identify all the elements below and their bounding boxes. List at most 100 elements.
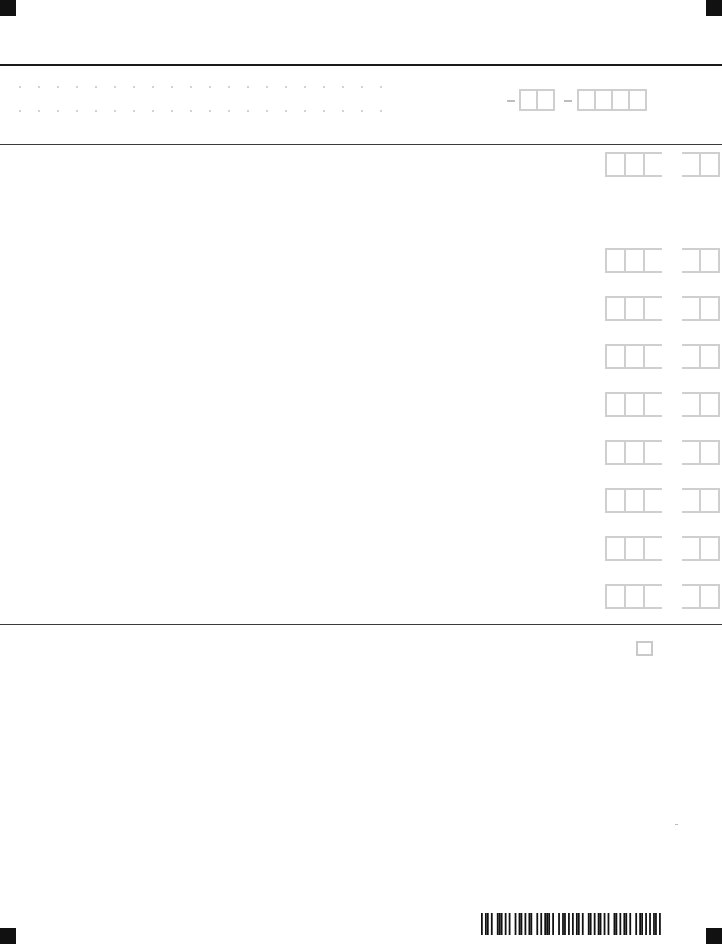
dollar-amount-field[interactable] — [605, 344, 662, 369]
cents-digit-box[interactable] — [682, 344, 701, 369]
cents-digit-box[interactable] — [701, 488, 720, 513]
cents-digit-box[interactable] — [701, 248, 720, 273]
barcode-bar — [540, 913, 543, 935]
dollar-digit-box[interactable] — [643, 248, 662, 273]
entry-line-dot — [171, 86, 173, 88]
dollar-digit-box[interactable] — [643, 152, 662, 177]
id-separator-dash — [564, 100, 572, 102]
dollar-digit-box[interactable] — [605, 152, 624, 177]
barcode-icon — [481, 913, 661, 935]
barcode-bar — [500, 913, 503, 935]
cents-amount-field[interactable] — [682, 248, 720, 273]
cents-digit-box[interactable] — [701, 296, 720, 321]
dollar-digit-box[interactable] — [605, 296, 624, 321]
barcode-bar — [649, 913, 651, 935]
barcode-bar — [599, 913, 602, 935]
entry-line-dot — [380, 86, 382, 88]
cents-amount-field[interactable] — [682, 488, 720, 513]
cents-digit-box[interactable] — [701, 536, 720, 561]
dollar-digit-box[interactable] — [624, 536, 643, 561]
barcode-bar — [536, 913, 539, 935]
barcode-bar — [496, 913, 499, 935]
entry-line-dot — [76, 86, 78, 88]
cents-amount-field[interactable] — [682, 344, 720, 369]
barcode-bar — [655, 913, 657, 935]
cents-amount-field[interactable] — [682, 584, 720, 609]
cents-amount-field[interactable] — [682, 536, 720, 561]
cents-digit-box[interactable] — [682, 488, 701, 513]
barcode-bar — [481, 913, 483, 935]
dollar-digit-box[interactable] — [643, 536, 662, 561]
dollar-amount-field[interactable] — [605, 584, 662, 609]
dollar-digit-box[interactable] — [624, 152, 643, 177]
cents-digit-box[interactable] — [701, 584, 720, 609]
cents-amount-field[interactable] — [682, 440, 720, 465]
barcode-bar — [625, 913, 628, 935]
entry-line-dot — [228, 110, 230, 112]
dollar-digit-box[interactable] — [624, 488, 643, 513]
cents-digit-box[interactable] — [682, 248, 701, 273]
barcode-bar — [659, 913, 661, 935]
dollar-amount-field[interactable] — [605, 248, 662, 273]
dollar-digit-box[interactable] — [605, 248, 624, 273]
dollar-digit-box[interactable] — [643, 488, 662, 513]
entry-line-dot — [152, 86, 154, 88]
dollar-digit-box[interactable] — [624, 440, 643, 465]
dollar-amount-field[interactable] — [605, 392, 662, 417]
dollar-digit-box[interactable] — [605, 584, 624, 609]
dollar-digit-box[interactable] — [624, 584, 643, 609]
cents-digit-box[interactable] — [682, 152, 701, 177]
cents-amount-field[interactable] — [682, 152, 720, 177]
cents-digit-box[interactable] — [682, 536, 701, 561]
barcode-bar — [635, 913, 638, 935]
cents-digit-box[interactable] — [682, 440, 701, 465]
cents-digit-box[interactable] — [701, 152, 720, 177]
cents-amount-field[interactable] — [682, 392, 720, 417]
entry-line-dot — [380, 110, 382, 112]
dollar-digit-box[interactable] — [643, 296, 662, 321]
barcode-bar — [653, 913, 655, 935]
entry-line-dot — [38, 86, 40, 88]
cents-digit-box[interactable] — [682, 584, 701, 609]
cents-digit-box[interactable] — [682, 296, 701, 321]
dollar-digit-box[interactable] — [624, 392, 643, 417]
election-checkbox[interactable] — [636, 641, 653, 656]
cents-digit-box[interactable] — [701, 440, 720, 465]
dollar-amount-field[interactable] — [605, 152, 662, 177]
cents-digit-box[interactable] — [701, 392, 720, 417]
cents-digit-box[interactable] — [682, 392, 701, 417]
dollar-amount-field[interactable] — [605, 536, 662, 561]
dollar-amount-field[interactable] — [605, 296, 662, 321]
barcode-bar — [558, 913, 560, 935]
entry-line-dot — [228, 86, 230, 88]
dollar-digit-box[interactable] — [643, 344, 662, 369]
dollar-digit-box[interactable] — [643, 392, 662, 417]
dollar-digit-box[interactable] — [605, 536, 624, 561]
id-group-1[interactable] — [519, 89, 555, 111]
dollar-digit-box[interactable] — [624, 296, 643, 321]
dollar-amount-field[interactable] — [605, 440, 662, 465]
dollar-digit-box[interactable] — [624, 248, 643, 273]
dollar-digit-box[interactable] — [605, 488, 624, 513]
dollar-amount-field[interactable] — [605, 488, 662, 513]
barcode-bar — [564, 913, 566, 935]
dollar-digit-box[interactable] — [605, 344, 624, 369]
id-digit-box[interactable] — [536, 89, 555, 111]
id-digit-box[interactable] — [628, 89, 647, 111]
cents-amount-field[interactable] — [682, 296, 720, 321]
entry-line-dot — [114, 86, 116, 88]
id-group-2[interactable] — [577, 89, 647, 111]
entry-line-dot — [361, 110, 363, 112]
dollar-digit-box[interactable] — [605, 392, 624, 417]
dollar-digit-box[interactable] — [643, 584, 662, 609]
entry-line-dot — [95, 86, 97, 88]
dollar-digit-box[interactable] — [643, 440, 662, 465]
section-rule-1 — [0, 144, 722, 145]
dollar-digit-box[interactable] — [624, 344, 643, 369]
barcode-bar — [619, 913, 622, 935]
entry-line-dot — [323, 110, 325, 112]
entry-line-dot — [133, 110, 135, 112]
cents-digit-box[interactable] — [701, 344, 720, 369]
entry-line-dot — [304, 110, 306, 112]
dollar-digit-box[interactable] — [605, 440, 624, 465]
